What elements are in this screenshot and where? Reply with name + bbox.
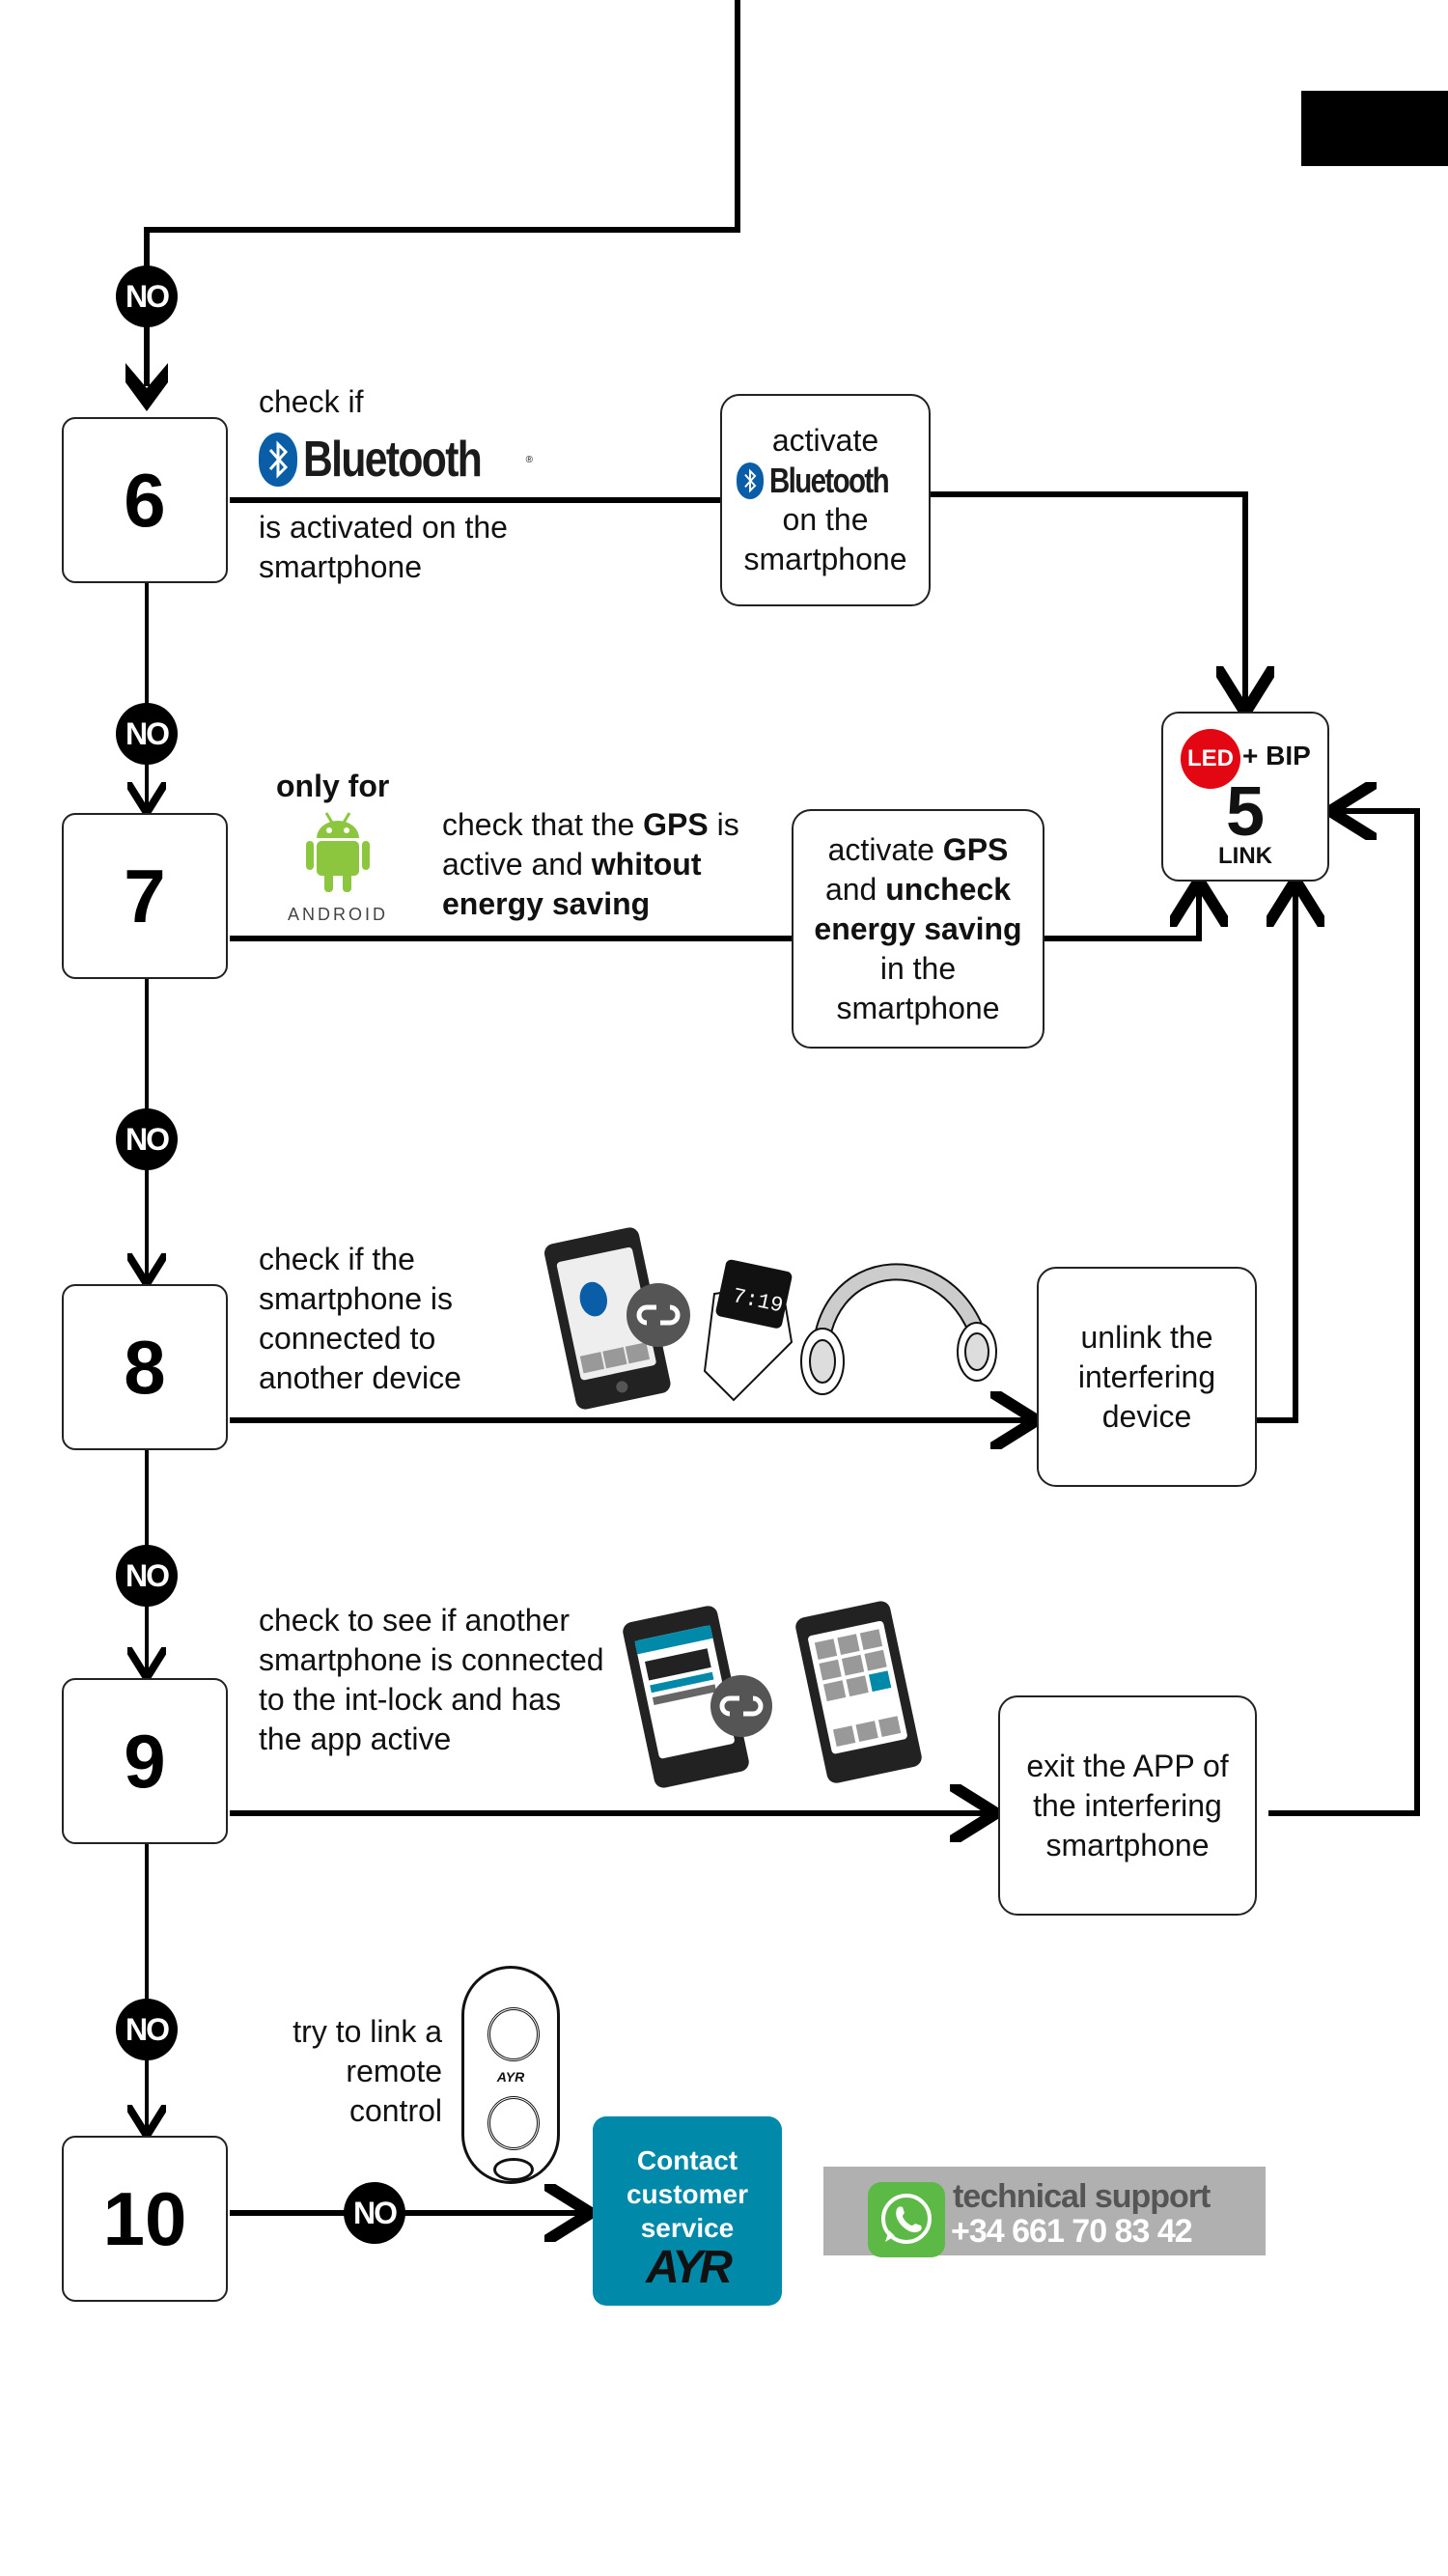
text: is active and (442, 807, 739, 882)
no-badge: NO (116, 703, 178, 765)
step-10-box: 10 (62, 2136, 228, 2302)
link-chain-icon (710, 1675, 772, 1737)
connector-unlink-link (1257, 886, 1295, 1423)
ayr-logo: AYR (646, 2242, 733, 2293)
led-indicator: LED (1181, 729, 1240, 789)
bluetooth-icon (259, 433, 297, 487)
support-phone[interactable]: +34 661 70 83 42 (951, 2213, 1193, 2250)
smartphone-icon (544, 1227, 671, 1410)
only-for-label: only for (276, 769, 390, 803)
android-logo: ANDROID (280, 809, 396, 924)
bluetooth-logo: Bluetooth ® (259, 431, 533, 489)
step-9-desc: check to see if another smartphone is co… (259, 1603, 604, 1756)
connected-devices-illustration: 7:19 (544, 1227, 997, 1410)
bip-label: + BIP (1242, 741, 1311, 770)
link-chain-icon (627, 1283, 690, 1347)
step-9-box: 9 (62, 1678, 228, 1844)
support-title: technical support (953, 2178, 1211, 2215)
activate-bluetooth-box: activate Bluetooth on the smartphone (720, 394, 931, 606)
contact-line: Contact (636, 2145, 738, 2175)
text: activate (827, 832, 943, 867)
step-10-desc: try to link a remote control (292, 2014, 442, 2128)
exit-app-box: exit the APP of the interfering smartpho… (998, 1695, 1257, 1916)
no-badge: NO (116, 1108, 178, 1170)
contact-line: customer (626, 2179, 749, 2209)
android-wordmark: ANDROID (287, 905, 388, 924)
no-badge: NO (116, 266, 178, 327)
registered-mark: ® (525, 454, 533, 465)
link-step-5-box: LED + BIP 5 LINK (1161, 712, 1329, 882)
remote-button-top (487, 2007, 540, 2061)
smartphone-with-app-icon (623, 1606, 749, 1788)
remote-button-bottom (487, 2096, 540, 2150)
text-bold: uncheck energy saving (814, 872, 1022, 946)
no-badge: NO (344, 2182, 405, 2244)
step-8-box: 8 (62, 1284, 228, 1450)
link-label: LINK (1218, 843, 1272, 869)
step-7-box: 7 (62, 813, 228, 979)
step-7-desc: check that the GPS is active and whitout… (442, 805, 780, 924)
text-bold: GPS (942, 832, 1009, 867)
bluetooth-wordmark: Bluetooth (303, 432, 483, 488)
remote-control-illustration: AYR (461, 1966, 560, 2184)
whatsapp-icon (868, 2182, 945, 2257)
bluetooth-icon (737, 462, 765, 499)
bluetooth-wordmark: Bluetooth (769, 461, 890, 500)
text-bold: GPS (643, 807, 709, 842)
no-badge: NO (116, 1545, 178, 1607)
intlock-app-icon (868, 1670, 892, 1693)
smartwatch-icon: 7:19 (703, 1259, 794, 1402)
text: check that the (442, 807, 644, 842)
remote-brand: AYR (496, 2069, 525, 2085)
link-step-number: 5 (1225, 773, 1266, 851)
step-6-desc-before: check if (259, 384, 364, 419)
activate-gps-box: activate GPS and uncheck energy saving i… (792, 809, 1044, 1049)
android-robot-icon (306, 812, 370, 892)
action-line: on the (782, 502, 869, 537)
connector-top-incoming (144, 0, 740, 386)
no-badge: NO (116, 1999, 178, 2060)
big-arrow-head (125, 363, 168, 411)
step-8-desc: check if the smartphone is connected to … (259, 1242, 461, 1395)
unlink-device-box: unlink the interfering device (1037, 1267, 1257, 1487)
page-edge-tab (1301, 91, 1448, 166)
text: in the smartphone (836, 951, 1000, 1025)
contact-customer-service-button[interactable]: Contact customer service AYR (593, 2116, 782, 2306)
step-6-desc-after: is activated on the smartphone (259, 510, 508, 584)
bluetooth-logo-small: Bluetooth (737, 461, 914, 500)
connector-bt-action-link (931, 491, 1245, 707)
connector-exit-link (1268, 811, 1420, 1816)
contact-line: service (640, 2213, 735, 2243)
text-bold: whitout energy saving (442, 847, 702, 921)
interfering-smartphones-illustration (623, 1601, 922, 1788)
remote-led (493, 2158, 534, 2181)
smartphone-home-icon (795, 1601, 922, 1783)
headphones-icon (800, 1263, 997, 1395)
action-line: smartphone (743, 542, 907, 576)
step-6-box: 6 (62, 417, 228, 583)
text: and (824, 872, 886, 907)
connector-gps-action-link (1043, 886, 1199, 941)
action-line: activate (771, 423, 879, 458)
technical-support-banner[interactable]: technical support +34 661 70 83 42 (823, 2167, 1266, 2257)
